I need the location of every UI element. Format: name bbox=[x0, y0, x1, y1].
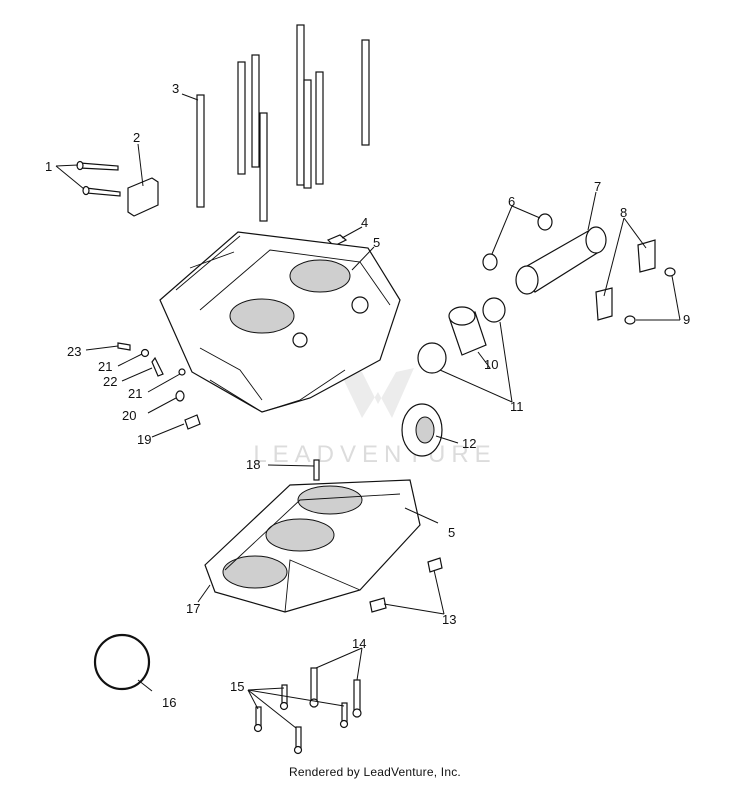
cover-plate-part-2 bbox=[127, 177, 159, 217]
screws-part-1 bbox=[76, 160, 121, 197]
callout-9: 9 bbox=[683, 312, 691, 327]
callout-6: 6 bbox=[508, 194, 516, 209]
callout-14: 14 bbox=[352, 636, 367, 651]
callout-3: 3 bbox=[172, 81, 180, 96]
callout-18: 18 bbox=[246, 457, 261, 472]
callout-22: 22 bbox=[103, 374, 118, 389]
plug-part-13a bbox=[427, 557, 443, 573]
callout-12: 12 bbox=[462, 436, 477, 451]
callout-17: 17 bbox=[186, 601, 201, 616]
callout-23: 23 bbox=[67, 344, 82, 359]
callout-15: 15 bbox=[230, 679, 245, 694]
callout-20: 20 bbox=[122, 408, 137, 423]
clamp-part-11a bbox=[482, 297, 506, 323]
seal-part-12 bbox=[401, 403, 443, 457]
callout-13: 13 bbox=[442, 612, 457, 627]
screw-part-9a bbox=[664, 267, 676, 277]
callout-4: 4 bbox=[361, 215, 369, 230]
callout-5-upper: 5 bbox=[373, 235, 381, 250]
callout-5-lower: 5 bbox=[448, 525, 456, 540]
bracket-part-8b bbox=[595, 287, 613, 321]
screw-part-9b bbox=[624, 315, 636, 325]
clamp-part-11b bbox=[417, 342, 447, 374]
callout-21-lower: 21 bbox=[128, 386, 143, 401]
o-ring-part-6a bbox=[537, 213, 553, 231]
callout-19: 19 bbox=[137, 432, 152, 447]
upper-crankcase-part-5 bbox=[159, 231, 401, 413]
leader-lines bbox=[55, 93, 681, 729]
intake-tube-part-7 bbox=[515, 226, 607, 295]
watermark-text: LEADVENTURE bbox=[253, 441, 496, 468]
lower-crankcase-part-5 bbox=[204, 479, 421, 613]
bolts-part-14-15 bbox=[253, 667, 362, 755]
o-ring-part-6b bbox=[482, 253, 498, 271]
cylinder-studs bbox=[196, 24, 370, 222]
stud-part-18 bbox=[313, 459, 320, 481]
fittings-left bbox=[117, 342, 201, 430]
sleeve-part-10 bbox=[448, 306, 487, 356]
watermark-logo bbox=[338, 368, 414, 418]
bracket-part-8a bbox=[637, 239, 656, 273]
plug-part-13b bbox=[369, 597, 387, 613]
callout-8: 8 bbox=[620, 205, 628, 220]
callout-11: 11 bbox=[510, 399, 524, 414]
callout-16: 16 bbox=[162, 695, 177, 710]
callout-21-upper: 21 bbox=[98, 359, 113, 374]
ring-part-16 bbox=[93, 633, 151, 691]
callout-7: 7 bbox=[594, 179, 602, 194]
callout-2: 2 bbox=[133, 130, 141, 145]
callout-10: 10 bbox=[484, 357, 499, 372]
footer-credit: Rendered by LeadVenture, Inc. bbox=[289, 765, 461, 779]
callout-1: 1 bbox=[45, 159, 53, 174]
